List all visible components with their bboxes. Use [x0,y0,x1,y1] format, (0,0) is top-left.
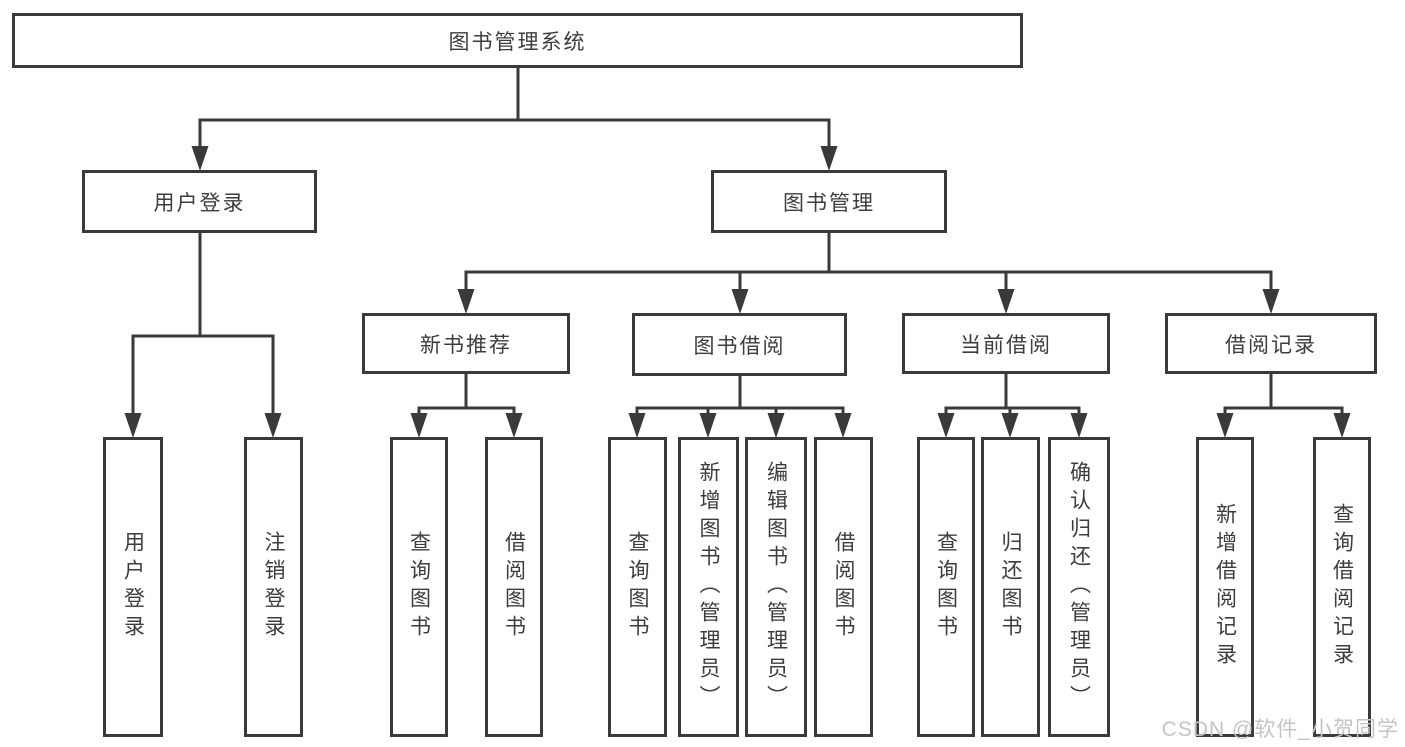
node-label: 新增借阅记录 [1213,503,1237,671]
leaf-borrow-books-recommend: 借阅图书 [485,437,543,737]
arrowhead-down [820,146,838,171]
leaf-query-borrow-record: 查询借阅记录 [1313,437,1371,737]
leaf-logout-login: 注销登录 [244,437,303,737]
leaf-query-books-borrowing: 查询图书 [608,437,667,737]
arrowhead-down [834,413,852,438]
node-label: 图书管理 [783,191,875,215]
node-book-borrowing: 图书借阅 [632,313,847,376]
arrowhead-down [767,413,785,438]
arrowhead-down [1333,413,1351,438]
arrowhead-down [628,413,646,438]
connector-line [1223,374,1344,416]
arrowhead-down [997,289,1015,314]
arrowhead-down [937,413,955,438]
arrowhead-down [1216,413,1234,438]
node-user-login: 用户登录 [82,170,317,233]
node-label: 用户登录 [121,531,145,643]
node-label: 图书借阅 [693,334,786,358]
connector-line [198,66,831,150]
node-label: 注销登录 [262,531,285,643]
node-label: 确认归还（管理员） [1067,461,1091,713]
node-root-system: 图书管理系统 [12,13,1023,68]
arrowhead-down [1262,289,1280,314]
node-label: 归还图书 [999,531,1022,643]
arrowheads [124,146,1351,438]
arrowhead-down [731,289,749,314]
node-label: 借阅图书 [832,531,855,643]
node-label: 图书管理系统 [448,30,587,54]
node-label: 新书推荐 [420,333,512,357]
connector-line [131,231,275,416]
leaf-user-login: 用户登录 [103,437,163,737]
node-label: 借阅图书 [502,531,526,643]
leaf-borrow-books: 借阅图书 [814,437,873,737]
node-label: 查询借阅记录 [1330,503,1354,671]
leaf-add-books-admin: 新增图书（管理员） [678,437,739,737]
connector-line [464,231,1273,292]
leaf-edit-books-admin: 编辑图书（管理员） [745,437,807,737]
leaf-query-books-current: 查询图书 [917,437,975,737]
node-label: 当前借阅 [960,333,1052,357]
arrowhead-down [699,413,717,438]
leaf-confirm-return-admin: 确认归还（管理员） [1048,437,1110,737]
node-label: 查询图书 [934,531,958,643]
node-borrowing-records: 借阅记录 [1165,313,1377,374]
node-label: 借阅记录 [1225,333,1317,357]
node-label: 新增图书（管理员） [697,461,720,713]
leaf-add-borrow-record: 新增借阅记录 [1196,437,1254,737]
node-current-borrowing: 当前借阅 [902,313,1110,374]
connector-line [417,372,516,416]
leaf-return-books: 归还图书 [981,437,1040,737]
connector-line [944,374,1081,416]
arrowhead-down [457,289,475,314]
arrowhead-down [410,413,428,438]
node-book-management: 图书管理 [711,170,947,233]
node-label: 查询图书 [626,531,649,643]
leaf-query-books-recommend: 查询图书 [390,437,448,737]
connector-line [635,375,845,416]
connector-lines [131,66,1344,416]
arrowhead-down [124,413,142,438]
node-label: 用户登录 [153,191,246,215]
arrowhead-down [1070,413,1088,438]
arrowhead-down [191,146,209,171]
watermark: CSDN @软件_小贺同学 [1161,718,1399,741]
arrowhead-down [264,413,282,438]
arrowhead-down [1001,413,1019,438]
node-new-book-recommendation: 新书推荐 [362,313,570,374]
node-label: 编辑图书（管理员） [764,461,788,713]
node-label: 查询图书 [407,531,431,643]
arrowhead-down [505,413,523,438]
